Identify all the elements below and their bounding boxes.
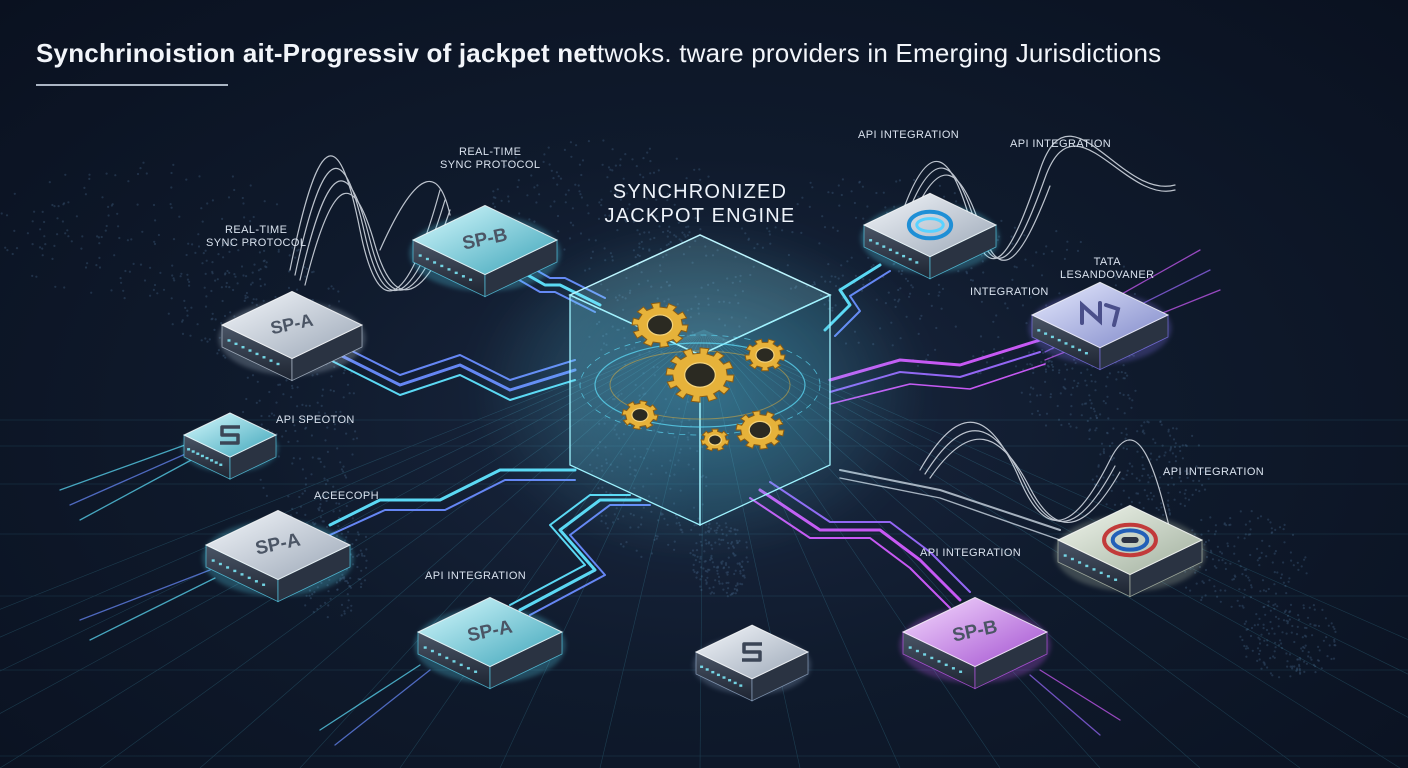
engine-label: SYNCHRONIZED JACKPOT ENGINE (590, 180, 810, 228)
gear-icon (621, 302, 786, 452)
label-tata-line2: LESANDOVANER (1060, 269, 1155, 281)
gear-icon (700, 428, 730, 452)
title-underline (36, 84, 228, 86)
label-api-speoton: API SPEOTON (276, 414, 355, 426)
engine-label-line1: SYNCHRONIZED (612, 181, 788, 203)
node-spa-left: SP-A (218, 290, 366, 382)
node-tata (1028, 281, 1172, 371)
node-spa-mid: SP-A (202, 509, 354, 603)
sync-waves (289, 135, 1176, 531)
gear-icon (744, 338, 786, 372)
node-api-right (1054, 504, 1206, 598)
gear-icon (631, 302, 689, 348)
node-api-speoton (181, 412, 279, 480)
label-api-top-a: API INTEGRATION (858, 129, 960, 141)
node-spb-top: SP-B (409, 204, 561, 298)
page-title-part1: Synchrinoistion ait-Progressiv of jackpe… (36, 38, 597, 68)
label-sync-left: REAL-TIME SYNC PROTOCOL (206, 224, 306, 250)
label-sync-top: REAL-TIME SYNC PROTOCOL (440, 146, 540, 172)
page-title: Synchrinoistion ait-Progressiv of jackpe… (36, 38, 1376, 69)
label-api-bottom-left: API INTEGRATION (425, 570, 527, 582)
label-tata-line1: TATA (1093, 256, 1121, 268)
label-api-bottom-right: API INTEGRATION (920, 547, 1022, 559)
label-integration-right: INTEGRATION (970, 286, 1049, 298)
gear-icon (621, 400, 659, 430)
node-spa-bottom: SP-A (414, 596, 566, 690)
label-sync-top-line1: REAL-TIME (459, 146, 522, 158)
ring-logo-icon (1102, 522, 1158, 558)
brand-logo-icon (1080, 300, 1121, 327)
brand-logo-icon (742, 642, 762, 662)
label-sync-top-line2: SYNC PROTOCOL (440, 159, 541, 171)
node-spb-bottom: SP-B (899, 596, 1051, 690)
node-s-logo (693, 624, 811, 702)
jackpot-engine-cube (470, 220, 930, 560)
label-sync-left-line2: SYNC PROTOCOL (206, 237, 307, 249)
label-sync-left-line1: REAL-TIME (225, 224, 288, 236)
label-api-top-b: API INTEGRATION (1010, 138, 1112, 150)
label-tata: TATA LESANDOVANER (1060, 256, 1154, 282)
node-api-top (860, 192, 1000, 280)
ring-logo-icon (906, 209, 954, 241)
engine-label-line2: JACKPOT ENGINE (604, 205, 796, 227)
gear-icon (665, 347, 735, 403)
label-aceecoph: ACEECOPH (314, 490, 379, 502)
brand-logo-icon (220, 425, 240, 445)
gear-icon (735, 410, 785, 450)
page-title-part2: twoks. tware providers in Emerging Juris… (596, 38, 1162, 68)
server-nodes: SP-B SP-A SP-A SP-A SP-B (181, 192, 1206, 702)
label-api-right: API INTEGRATION (1163, 466, 1265, 478)
